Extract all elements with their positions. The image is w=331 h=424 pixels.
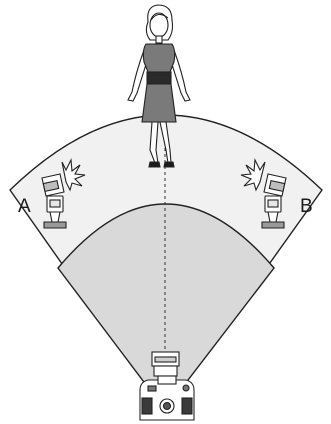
speedlight-flash-icon [240,158,287,229]
flash-left: A [18,158,86,229]
flash-right: B [240,158,313,229]
flash-right-label: B [300,196,313,217]
woman-figure-icon [127,4,191,168]
speedlight-flash-icon [41,158,86,229]
dslr-camera-icon [139,351,195,421]
flash-left-label: A [18,196,31,217]
